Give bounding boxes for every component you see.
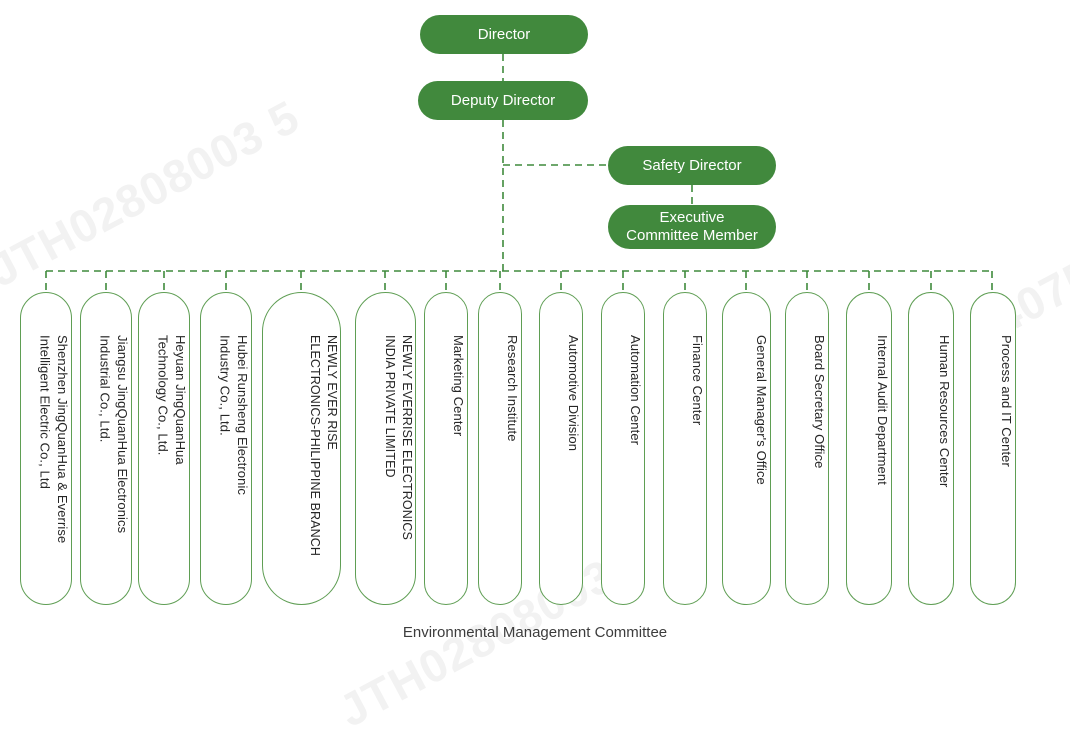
leaf-node-label: Hubei Runsheng Electronic Industry Co., …	[217, 335, 250, 496]
leaf-node-label: Process and IT Center	[999, 335, 1014, 467]
leaf-node[interactable]: Automotive Division	[539, 292, 583, 605]
leaf-node-label: Heyuan JingQuanHua Technology Co., Ltd.	[155, 335, 188, 465]
leaf-node-text-wrap: Research Institute	[479, 313, 521, 590]
leaf-node-label: Marketing Center	[451, 335, 466, 437]
leaf-node[interactable]: NEWLY EVERRISE ELECTRONICS INDIA PRIVATE…	[355, 292, 416, 605]
leaf-node-text-wrap: Shenzhen JingQuanHua & Everrise Intellig…	[21, 313, 71, 590]
connector-lines	[45, 54, 993, 292]
leaf-node-text-wrap: Board Secretary Office	[786, 313, 828, 590]
chart-caption: Environmental Management Committee	[402, 624, 668, 641]
leaf-node[interactable]: Internal Audit Department	[846, 292, 892, 605]
leaf-node-label: NEWLY EVER RISE ELECTRONICS-PHILIPPINE B…	[308, 335, 339, 556]
node-safety-director[interactable]: Safety Director	[608, 146, 776, 185]
leaf-node[interactable]: Board Secretary Office	[785, 292, 829, 605]
leaf-node[interactable]: General Manager's Office	[722, 292, 771, 605]
leaf-node-text-wrap: NEWLY EVERRISE ELECTRONICS INDIA PRIVATE…	[356, 313, 415, 590]
leaf-node-label: Finance Center	[690, 335, 705, 426]
leaf-node[interactable]: Jiangsu JingQuanHua Electronics Industri…	[80, 292, 132, 605]
leaf-node[interactable]: Automation Center	[601, 292, 645, 605]
org-chart-canvas: JTH02808003 5 JTH028080035 2407580	[0, 15, 1070, 737]
leaf-node-text-wrap: Heyuan JingQuanHua Technology Co., Ltd.	[139, 313, 189, 590]
leaf-node[interactable]: Human Resources Center	[908, 292, 954, 605]
leaf-node-text-wrap: Process and IT Center	[971, 313, 1015, 590]
node-deputy-director[interactable]: Deputy Director	[418, 81, 588, 120]
leaf-node[interactable]: Heyuan JingQuanHua Technology Co., Ltd.	[138, 292, 190, 605]
leaf-node-label: General Manager's Office	[754, 335, 769, 485]
leaf-node[interactable]: Process and IT Center	[970, 292, 1016, 605]
leaf-node[interactable]: Research Institute	[478, 292, 522, 605]
leaf-node[interactable]: Hubei Runsheng Electronic Industry Co., …	[200, 292, 252, 605]
leaf-node-label: Research Institute	[505, 335, 520, 442]
leaf-node-text-wrap: Jiangsu JingQuanHua Electronics Industri…	[81, 313, 131, 590]
leaf-node-text-wrap: NEWLY EVER RISE ELECTRONICS-PHILIPPINE B…	[263, 313, 340, 590]
leaf-node-label: Internal Audit Department	[875, 335, 890, 485]
leaf-node[interactable]: Shenzhen JingQuanHua & Everrise Intellig…	[20, 292, 72, 605]
leaf-node-label: Human Resources Center	[937, 335, 952, 488]
leaf-node-text-wrap: Hubei Runsheng Electronic Industry Co., …	[201, 313, 251, 590]
leaf-node-text-wrap: Automation Center	[602, 313, 644, 590]
leaf-node[interactable]: Marketing Center	[424, 292, 468, 605]
node-director[interactable]: Director	[420, 15, 588, 54]
leaf-node-text-wrap: Internal Audit Department	[847, 313, 891, 590]
leaf-node-label: NEWLY EVERRISE ELECTRONICS INDIA PRIVATE…	[383, 335, 414, 540]
leaf-node-label: Automation Center	[628, 335, 643, 446]
leaf-node-text-wrap: Automotive Division	[540, 313, 582, 590]
leaf-node-label: Automotive Division	[566, 335, 581, 452]
leaf-node-text-wrap: Marketing Center	[425, 313, 467, 590]
leaf-node[interactable]: Finance Center	[663, 292, 707, 605]
leaf-node-label: Shenzhen JingQuanHua & Everrise Intellig…	[37, 335, 70, 544]
leaf-node-label: Board Secretary Office	[812, 335, 827, 469]
leaf-node-label: Jiangsu JingQuanHua Electronics Industri…	[97, 335, 130, 534]
leaf-node-text-wrap: Finance Center	[664, 313, 706, 590]
leaf-node-text-wrap: Human Resources Center	[909, 313, 953, 590]
leaf-node[interactable]: NEWLY EVER RISE ELECTRONICS-PHILIPPINE B…	[262, 292, 341, 605]
leaf-node-text-wrap: General Manager's Office	[723, 313, 770, 590]
